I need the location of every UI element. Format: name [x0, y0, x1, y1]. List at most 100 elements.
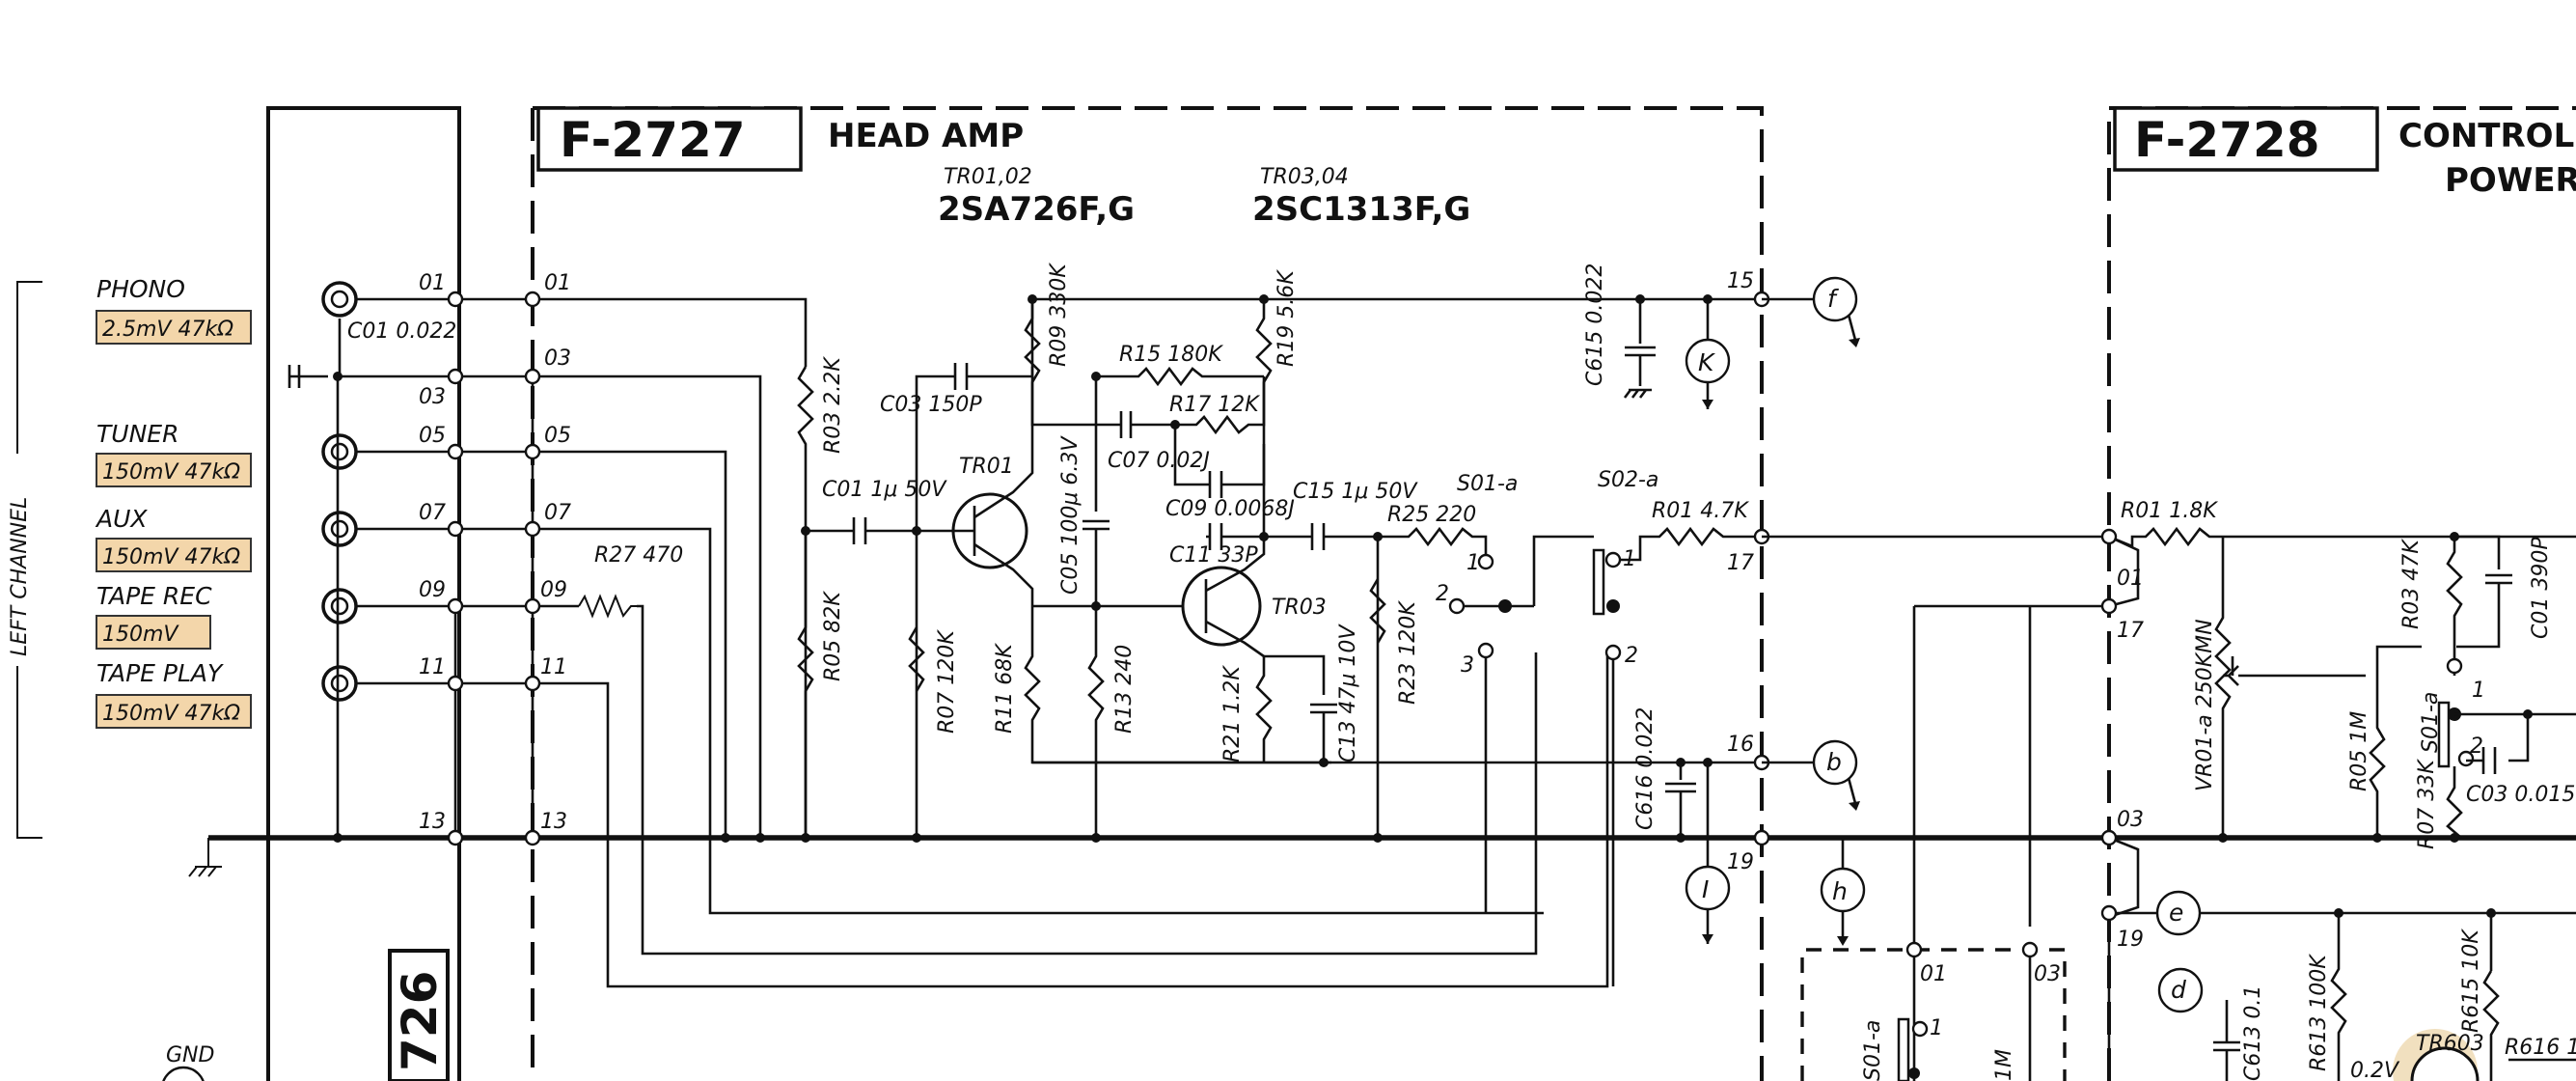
- svg-text:C616 0.022: C616 0.022: [1633, 707, 1658, 830]
- svg-text:09: 09: [540, 578, 567, 602]
- tr-group2-ref: TR03,04: [1260, 165, 1349, 189]
- svg-text:R15 180K: R15 180K: [1119, 343, 1223, 367]
- control-nodes: 01 17 03 19: [2100, 528, 2496, 952]
- svg-text:R613 100K: R613 100K: [2307, 954, 2331, 1071]
- svg-text:R17 12K: R17 12K: [1169, 393, 1260, 417]
- input-spec-tape-play: 150mV 47kΩ: [102, 702, 240, 726]
- jack-phono: [321, 281, 358, 318]
- input-name-phono: PHONO: [96, 275, 185, 303]
- svg-text:C03 0.015: C03 0.015: [2466, 783, 2575, 807]
- control-wiring: [1762, 526, 2576, 1081]
- svg-text:K: K: [1698, 348, 1716, 376]
- input-name-tuner: TUNER: [96, 420, 178, 448]
- ground-bus: GND: [162, 835, 2576, 1081]
- svg-text:03: 03: [2034, 962, 2061, 986]
- svg-text:0.2V: 0.2V: [2350, 1059, 2400, 1081]
- svg-text:19: 19: [1727, 850, 1754, 874]
- svg-text:VR01-a 250KMN: VR01-a 250KMN: [2193, 619, 2217, 791]
- svg-text:13: 13: [419, 810, 446, 834]
- svg-text:2: 2: [1625, 644, 1638, 668]
- svg-text:R07 120K: R07 120K: [935, 629, 959, 734]
- svg-text:R616 1: R616 1: [2505, 1036, 2576, 1060]
- input-spec-badge: [96, 453, 252, 487]
- svg-text:3: 3: [1461, 653, 1474, 678]
- svg-text:13: 13: [540, 810, 567, 834]
- svg-text:03: 03: [419, 385, 446, 409]
- svg-text:C613 0.1: C613 0.1: [2241, 985, 2265, 1081]
- svg-text:C01 390P: C01 390P: [2529, 537, 2553, 639]
- svg-text:R23 120K: R23 120K: [1396, 600, 1420, 705]
- svg-text:1: 1: [1623, 547, 1636, 571]
- svg-text:16: 16: [1727, 733, 1754, 757]
- head-amp-wiring: [797, 297, 1762, 986]
- svg-text:R03 2.2K: R03 2.2K: [821, 356, 845, 454]
- svg-text:1: 1: [1466, 551, 1480, 575]
- head-amp-board-number: F-2727: [560, 112, 746, 168]
- svg-text:17: 17: [2117, 619, 2144, 643]
- svg-text:03: 03: [2117, 808, 2144, 832]
- tr-group1-type: 2SA726F,G: [938, 190, 1135, 229]
- svg-text:R03 47K: R03 47K: [2399, 539, 2424, 629]
- svg-text:05: 05: [544, 424, 571, 448]
- input-spec-tuner: 150mV 47kΩ: [102, 460, 240, 485]
- svg-text:h: h: [1832, 877, 1848, 905]
- svg-text:01: 01: [419, 271, 446, 295]
- input-labels: PHONO 2.5mV 47kΩ TUNER 150mV 47kΩ AUX 15…: [95, 275, 252, 729]
- input-name-aux: AUX: [95, 505, 148, 533]
- svg-text:R01 1.8K: R01 1.8K: [2121, 499, 2218, 523]
- svg-text:C01 1μ 50V: C01 1μ 50V: [822, 478, 947, 502]
- svg-text:R21 1.2K: R21 1.2K: [1220, 665, 1245, 762]
- left-board-pins: 01 03 05 07 09 11 13 01 03 05 07 09 11 1…: [333, 271, 571, 846]
- svg-text:TR603: TR603: [2416, 1032, 2484, 1056]
- left-board-number: 726: [392, 971, 448, 1071]
- input-spec-phono: 2.5mV 47kΩ: [102, 318, 233, 342]
- svg-text:01: 01: [1920, 962, 1947, 986]
- svg-text:01: 01: [544, 271, 571, 295]
- svg-text:TR01: TR01: [959, 455, 1014, 479]
- control-labels: R01 1.8K R03 47K C01 390P VR01-a 250KMN …: [2121, 499, 2576, 1081]
- svg-text:07: 07: [544, 501, 571, 525]
- control-board: F-2728 CONTROL POWER: [2107, 106, 2576, 1081]
- svg-text:d: d: [2171, 976, 2186, 1004]
- jack-tape-rec: [321, 588, 358, 624]
- svg-text:R25 220: R25 220: [1387, 503, 1476, 527]
- input-jacks: [321, 281, 358, 702]
- svg-text:TR03: TR03: [1272, 596, 1327, 620]
- svg-text:C07 0.02J: C07 0.02J: [1108, 449, 1210, 473]
- svg-text:1: 1: [2472, 679, 2485, 703]
- head-amp-nodes: 15 17 16 19: [721, 269, 1770, 874]
- svg-text:07: 07: [419, 501, 446, 525]
- svg-text:C03 150P: C03 150P: [880, 393, 982, 417]
- connector-circles: f K b I h e d: [1698, 276, 2204, 1013]
- svg-text:C11 33P: C11 33P: [1169, 543, 1258, 568]
- svg-text:05: 05: [419, 424, 446, 448]
- input-spec-aux: 150mV 47kΩ: [102, 545, 240, 569]
- svg-text:19: 19: [2117, 928, 2144, 952]
- svg-text:R19 5.6K: R19 5.6K: [1274, 269, 1299, 367]
- svg-text:17: 17: [1727, 551, 1754, 575]
- svg-text:C13 47μ 10V: C13 47μ 10V: [1336, 624, 1360, 762]
- svg-text:R07 33K: R07 33K: [2415, 759, 2439, 849]
- svg-text:R09 330K: R09 330K: [1047, 263, 1071, 367]
- input-name-tape-rec: TAPE REC: [96, 582, 212, 610]
- input-name-tape-play: TAPE PLAY: [96, 659, 224, 687]
- left-channel-bracket: LEFT CHANNEL: [4, 281, 42, 839]
- svg-text:e: e: [2169, 899, 2183, 927]
- svg-text:C15 1μ 50V: C15 1μ 50V: [1293, 480, 1418, 504]
- svg-text:11: 11: [419, 655, 446, 679]
- svg-text:I: I: [1702, 875, 1709, 903]
- svg-text:2: 2: [2470, 735, 2483, 759]
- head-amp-board: F-2727 HEAD AMP TR01,02 2SA726F,G TR03,0…: [533, 106, 1764, 1081]
- svg-text:R13 240: R13 240: [1112, 645, 1137, 734]
- svg-text:1M: 1M: [1992, 1049, 2016, 1081]
- svg-text:R01 4.7K: R01 4.7K: [1652, 499, 1749, 523]
- lower-switch-board: 01 03 1 S01-a 1M: [1800, 606, 2067, 1081]
- jack-tape-play: [321, 665, 358, 702]
- svg-text:09: 09: [419, 578, 446, 602]
- svg-text:b: b: [1826, 748, 1842, 776]
- svg-text:S01-a: S01-a: [1457, 472, 1518, 496]
- input-spec-badge: [96, 615, 211, 650]
- svg-text:C09 0.0068J: C09 0.0068J: [1165, 497, 1295, 521]
- control-title-2: POWER: [2445, 161, 2576, 200]
